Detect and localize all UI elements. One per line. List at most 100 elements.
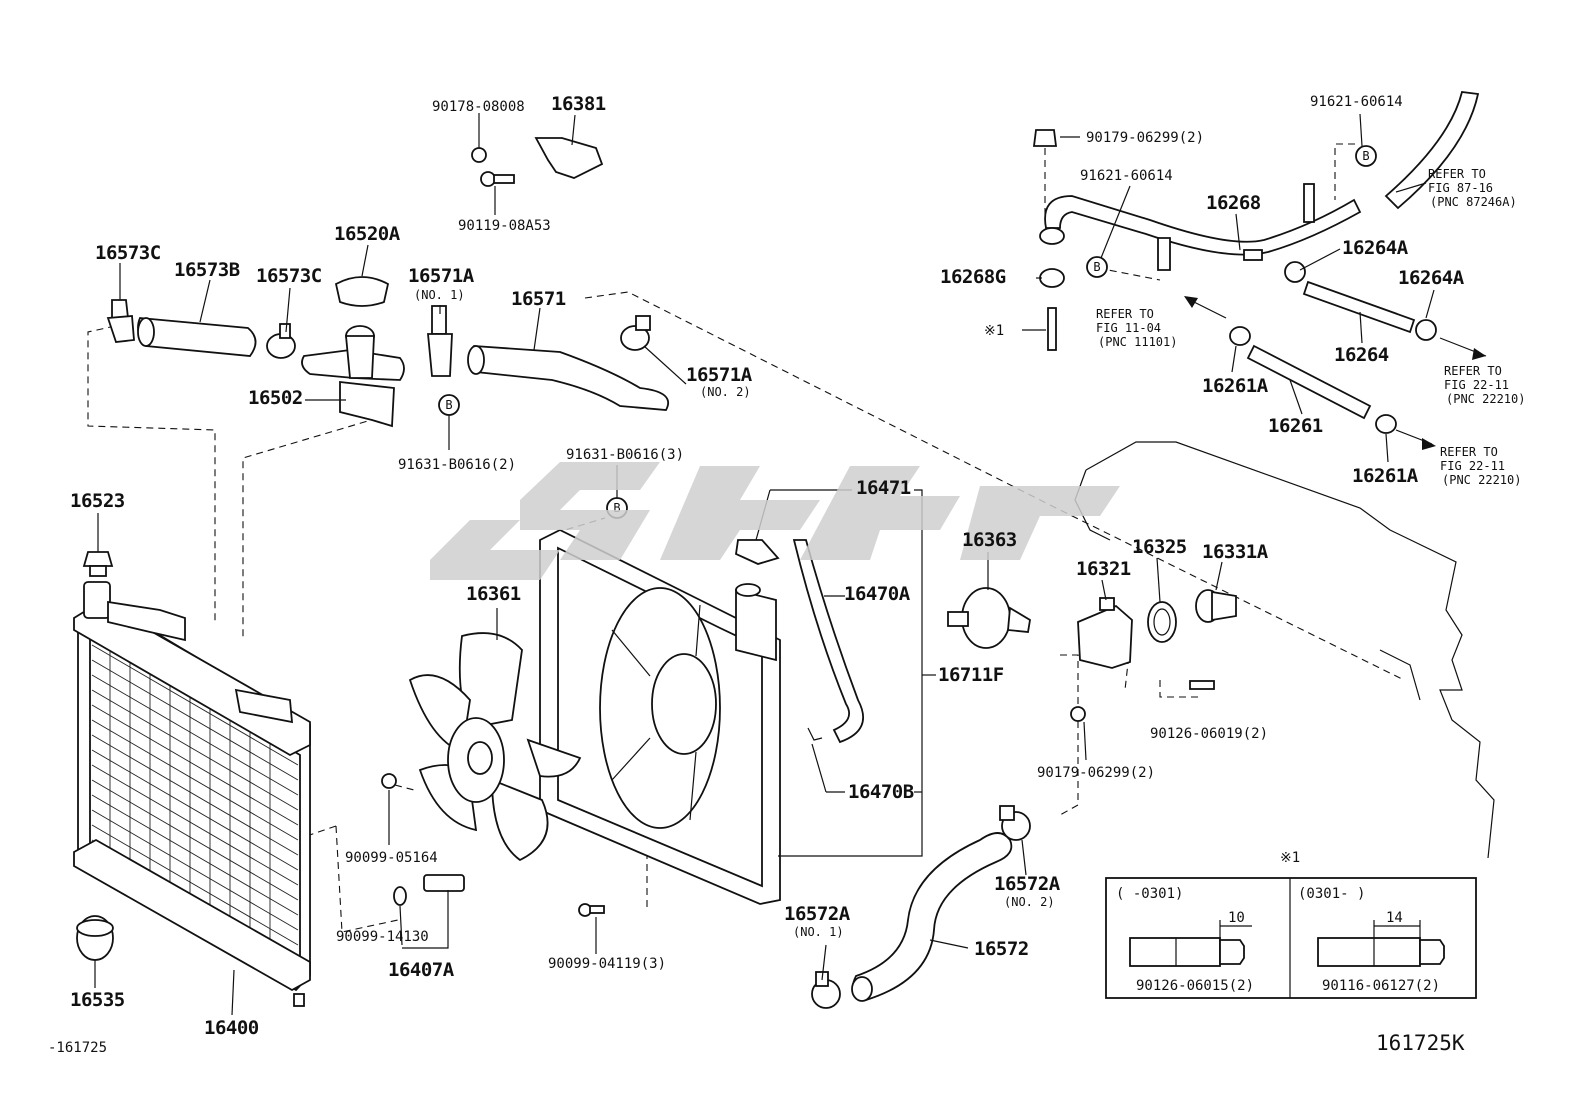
label-16571A-no2: 16571A	[686, 364, 753, 386]
label-90178-08008: 90178-08008	[432, 99, 525, 115]
label-16572: 16572	[974, 938, 1029, 960]
label-16572A-no1-note: (NO. 1)	[793, 925, 844, 939]
label-91621-60614-mid: 91621-60614	[1080, 168, 1173, 184]
ref-fig-22-11-upper-b: FIG 22-11	[1444, 378, 1509, 392]
stud-note-1	[1047, 307, 1057, 351]
label-16407A: 16407A	[388, 959, 455, 981]
nut-90099-05164	[381, 773, 397, 789]
svg-text:B: B	[613, 501, 620, 515]
hose-clamp-16572A-no1	[811, 971, 841, 1009]
hose-clamp-16261A-left	[1229, 326, 1251, 346]
water-pipe-16268	[1039, 183, 1362, 271]
marker-b-91621-top: B	[1355, 145, 1377, 167]
hose-clamp-16573C-right	[266, 323, 296, 359]
radiator-inlet-hose	[137, 317, 257, 357]
label-16321: 16321	[1076, 558, 1131, 580]
inset-left-part: 90126-06015(2)	[1136, 978, 1254, 994]
label-16264A-right: 16264A	[1398, 267, 1465, 289]
label-90099-05164: 90099-05164	[345, 850, 438, 866]
label-16261A-left: 16261A	[1202, 375, 1269, 397]
bolt-90178	[471, 147, 487, 163]
ref-fig-11-04-a: REFER TO	[1096, 307, 1154, 321]
inset-left-dimension: 10	[1228, 910, 1245, 926]
label-16361: 16361	[466, 583, 521, 605]
label-90179-06299-upper: 90179-06299(2)	[1086, 130, 1204, 146]
heater-hose-top	[1384, 91, 1480, 210]
ref-fig-22-11-upper-c: (PNC 22210)	[1446, 392, 1525, 406]
ref-fig-87-16-b: FIG 87-16	[1428, 181, 1493, 195]
label-16572A-no1: 16572A	[784, 903, 851, 925]
label-90179-06299-lower: 90179-06299(2)	[1037, 765, 1155, 781]
radiator-cap-16520A	[334, 276, 390, 307]
hose-clamp-16572A-no2	[999, 805, 1031, 841]
label-16520A: 16520A	[334, 223, 401, 245]
label-16331A: 16331A	[1202, 541, 1269, 563]
label-16470A: 16470A	[844, 583, 911, 605]
gasket-16268G	[1039, 268, 1065, 288]
bolt-90119	[480, 171, 515, 187]
label-16571A-no1: 16571A	[408, 265, 475, 287]
gasket-16325	[1147, 601, 1177, 643]
nut-90179-06299-lower	[1070, 706, 1086, 722]
marker-b-91621-mid: B	[1086, 256, 1108, 278]
label-91621-60614-top: 91621-60614	[1310, 94, 1403, 110]
ref-fig-11-04-c: (PNC 11101)	[1098, 335, 1177, 349]
label-16325: 16325	[1132, 536, 1187, 558]
hose-clamp-16261A-right	[1375, 414, 1397, 434]
label-91631-B0616-3: 91631-B0616(3)	[566, 447, 684, 463]
hose-16264	[1302, 280, 1416, 334]
svg-text:B: B	[1362, 149, 1369, 163]
label-16711F: 16711F	[938, 664, 1004, 686]
lower-hose-16572	[851, 832, 1013, 1002]
label-16571A-no2-note: (NO. 2)	[700, 385, 751, 399]
inset-left-range: ( -0301)	[1116, 886, 1183, 902]
label-16573B: 16573B	[174, 259, 240, 281]
thermostat-16331A	[1195, 589, 1237, 623]
label-90099-14130: 90099-14130	[336, 929, 429, 945]
label-16363: 16363	[962, 529, 1017, 551]
engine-block-outline	[1074, 441, 1495, 859]
svg-text:B: B	[445, 398, 452, 412]
clip-16471	[735, 539, 780, 565]
inset-right-dimension: 14	[1386, 910, 1403, 926]
ref-fig-22-11-lower-b: FIG 22-11	[1440, 459, 1505, 473]
label-16268G: 16268G	[940, 266, 1006, 288]
water-inlet-16321	[1077, 597, 1133, 669]
nut-90179-06299-upper	[1032, 129, 1058, 147]
ref-fig-87-16-c: (PNC 87246A)	[1430, 195, 1517, 209]
temperature-switch-16407A	[423, 874, 465, 892]
hose-clamp-16573C-left	[106, 299, 135, 343]
fan-16361	[408, 632, 582, 862]
water-outlet-16502	[301, 325, 405, 428]
label-16261: 16261	[1268, 415, 1323, 437]
inset-right-part: 90116-06127(2)	[1322, 978, 1440, 994]
label-16400: 16400	[204, 1017, 259, 1039]
ref-fig-87-16-a: REFER TO	[1428, 167, 1486, 181]
bolt-90099-04119	[578, 903, 605, 917]
label-90126-06019-2: 90126-06019(2)	[1150, 726, 1268, 742]
stud-variant-inset: ※1 ( -0301) 10 90126-06015(2) (0301- ) 1…	[1105, 850, 1477, 999]
label-16571A-no1-note: (NO. 1)	[414, 288, 465, 302]
o-ring-90099-14130	[393, 886, 407, 906]
part-labels: 90178-08008 16381 90119-08A53 16573C 165…	[48, 93, 1525, 1056]
label-90099-04119-3: 90099-04119(3)	[548, 956, 666, 972]
label-16535: 16535	[70, 989, 125, 1011]
inset-title: ※1	[1280, 850, 1300, 866]
fan-motor-16363	[947, 587, 1031, 649]
label-16470B: 16470B	[848, 781, 914, 803]
label-16571: 16571	[511, 288, 566, 310]
marker-b-91631-2: B	[438, 394, 460, 416]
watermark-logo	[430, 462, 1120, 580]
hose-16261	[1246, 344, 1372, 420]
radiator-drain-cock	[82, 551, 114, 577]
label-note-1: ※1	[984, 323, 1004, 339]
label-91631-B0616-2: 91631-B0616(2)	[398, 457, 516, 473]
ref-fig-22-11-lower-c: (PNC 22210)	[1442, 473, 1521, 487]
footer-code: -161725	[48, 1040, 107, 1056]
radiator-support-cushion	[76, 915, 114, 961]
label-16381: 16381	[551, 93, 606, 115]
bracket-16381	[534, 137, 604, 179]
radiator-outlet-hose-16571	[467, 345, 670, 411]
label-16573C-left: 16573C	[95, 242, 161, 264]
hose-clamp-16264A-left	[1284, 261, 1306, 283]
